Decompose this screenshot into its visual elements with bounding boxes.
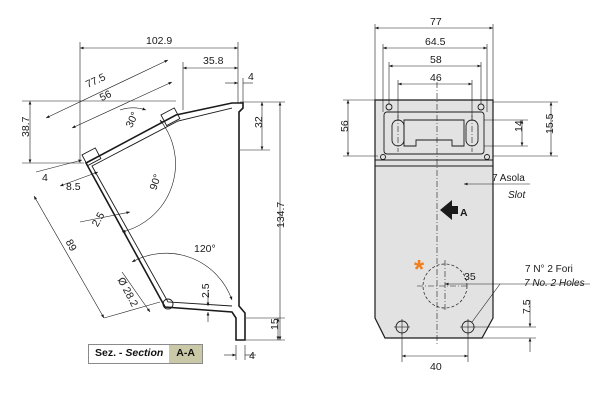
holes-label-en: 7 No. 2 Holes: [524, 278, 585, 289]
center-cutout: [403, 119, 465, 147]
section-legend-word: Section: [125, 347, 164, 359]
dim-120deg: 120°: [194, 243, 216, 255]
dim-15-5: 15.5: [544, 113, 556, 134]
dim-64-5: 64.5: [425, 36, 446, 48]
bracket-plate: [374, 99, 494, 339]
dim-56-front: 56: [339, 120, 351, 132]
screw-bl: [380, 154, 386, 160]
dim-32: 32: [253, 116, 265, 128]
bracket-inner-line: [91, 107, 233, 307]
dim-102-9: 102.9: [146, 35, 172, 47]
screw-br: [484, 154, 490, 160]
dim-14: 14: [513, 120, 525, 132]
dim-4-bottom: 4: [249, 350, 255, 362]
dim-4-top: 4: [248, 71, 254, 83]
dim-89: 89: [63, 237, 79, 253]
section-arrow-icon: [440, 200, 458, 220]
section-view: 102.9 35.8 4 77.5 56 38.7 30° 32 4 8.5 9…: [20, 35, 287, 362]
asterisk-mark: *: [414, 254, 425, 284]
section-legend-name: A-A: [169, 345, 202, 363]
insert-top: [160, 107, 181, 127]
dim-77: 77: [430, 16, 442, 28]
dim-2-5-mid: 2.5: [90, 210, 108, 229]
front-view: * A 77 64.5 58 46 56 14: [339, 16, 590, 373]
dim-77-5: 77.5: [84, 71, 108, 91]
dim-2-5-low: 2.5: [200, 283, 212, 298]
dim-134-7: 134.7: [275, 202, 287, 228]
dim-35: 35: [464, 271, 476, 283]
dim-35-8: 35.8: [203, 55, 224, 67]
section-legend-prefix: Sez. -: [95, 347, 123, 359]
dim-46: 46: [430, 72, 442, 84]
dim-90deg: 90°: [148, 173, 164, 192]
section-legend-label: Sez. - Section: [89, 345, 170, 363]
dim-15: 15: [269, 318, 281, 330]
dim-4-left: 4: [42, 172, 48, 184]
holes-label-it: 7 N° 2 Fori: [525, 264, 573, 275]
bracket-profile: [84, 102, 246, 341]
top-flange: [383, 111, 485, 155]
dim-58: 58: [430, 54, 442, 66]
slot-label-it: 7 Asola: [492, 173, 525, 184]
dim-8-5: 8.5: [66, 181, 81, 193]
dim-30deg: 30°: [124, 110, 142, 129]
dim-38-7: 38.7: [20, 116, 32, 137]
dim-56: 56: [98, 88, 114, 104]
dim-40: 40: [430, 361, 442, 373]
dim-7-5: 7.5: [521, 299, 533, 314]
section-arrow-label: A: [460, 207, 468, 219]
insert-bottom: [81, 147, 102, 167]
section-legend: Sez. - Section A-A: [88, 344, 203, 364]
slot-label-en: Slot: [508, 190, 526, 201]
